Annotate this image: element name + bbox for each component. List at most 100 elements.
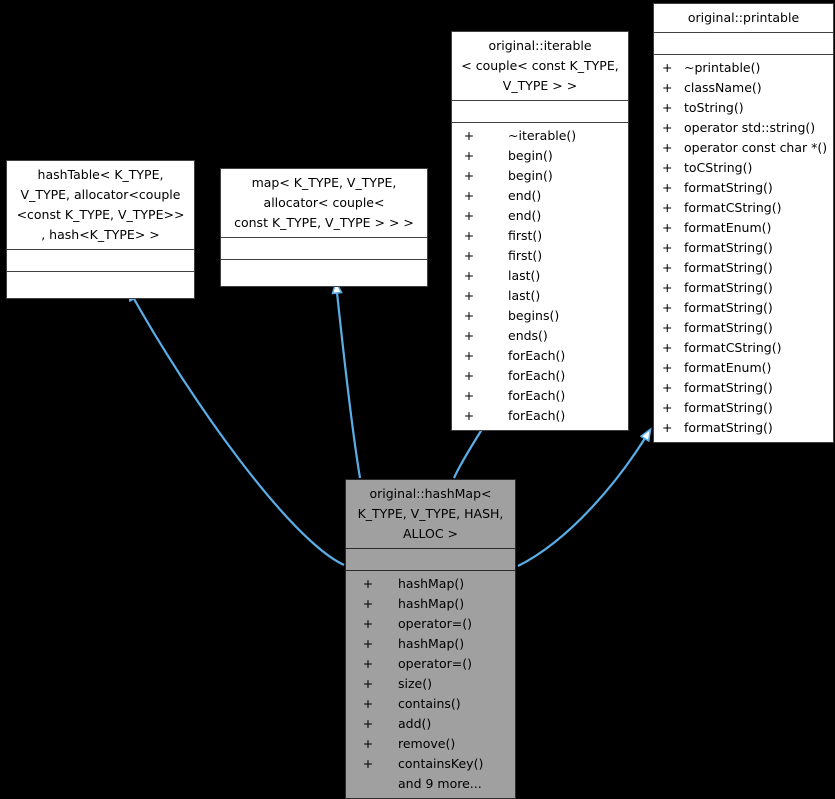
edge-hashmap-to-map bbox=[336, 283, 362, 479]
operation-row: + end() bbox=[452, 206, 628, 226]
operation-visibility: + bbox=[362, 616, 374, 631]
operation-visibility: + bbox=[463, 288, 475, 303]
operation-name: remove() bbox=[398, 736, 456, 751]
class-title-printable: original::printable bbox=[654, 4, 833, 33]
operation-name: formatEnum() bbox=[684, 220, 772, 235]
operation-name: toString() bbox=[684, 100, 744, 115]
operation-visibility: + bbox=[463, 148, 475, 163]
operation-name: className() bbox=[684, 80, 762, 95]
operation-visibility: + bbox=[362, 656, 374, 671]
operation-row: +className() bbox=[654, 78, 833, 98]
operation-row: +last() bbox=[452, 266, 628, 286]
operation-visibility: + bbox=[463, 188, 475, 203]
operation-name: begin() bbox=[508, 148, 553, 163]
class-box-printable[interactable]: original::printable +~printable()+classN… bbox=[653, 3, 834, 443]
operation-name: formatCString() bbox=[684, 340, 782, 355]
operation-row: + operator const char *() bbox=[654, 138, 833, 158]
operation-name: last() bbox=[508, 288, 541, 303]
operation-row: +formatString() bbox=[654, 178, 833, 198]
operation-row: +formatEnum() bbox=[654, 358, 833, 378]
operation-row: +forEach() bbox=[452, 386, 628, 406]
operation-visibility: + bbox=[463, 268, 475, 283]
operation-row: + begins() bbox=[452, 306, 628, 326]
operation-row: + operator std::string() bbox=[654, 118, 833, 138]
operation-name: forEach() bbox=[508, 388, 566, 403]
class-attributes-iterable bbox=[452, 101, 628, 123]
operation-row: +formatString() bbox=[654, 278, 833, 298]
operation-name: contains() bbox=[398, 696, 461, 711]
operation-name: formatString() bbox=[684, 240, 773, 255]
operation-name: ~printable() bbox=[684, 60, 761, 75]
operation-name: end() bbox=[508, 188, 542, 203]
operation-row: +first() bbox=[452, 226, 628, 246]
class-operations-hashmap: +hashMap()+hashMap()+operator=()+hashMap… bbox=[346, 571, 515, 798]
operation-name: formatString() bbox=[684, 280, 773, 295]
operation-name: end() bbox=[508, 208, 542, 223]
operation-name: forEach() bbox=[508, 368, 566, 383]
operation-name: first() bbox=[508, 248, 543, 263]
operation-row: +containsKey() bbox=[346, 754, 515, 774]
class-operations-iterable: +~iterable()+begin()+begin()+end()+end()… bbox=[452, 123, 628, 430]
operation-name: operator const char *() bbox=[684, 140, 828, 155]
operation-row: +formatString() bbox=[654, 298, 833, 318]
operation-row: +formatCString() bbox=[654, 338, 833, 358]
operation-name: ends() bbox=[508, 328, 548, 343]
operation-visibility: + bbox=[662, 380, 673, 395]
operation-row: + end() bbox=[452, 186, 628, 206]
operation-visibility: + bbox=[662, 180, 673, 195]
operation-row: +formatString() bbox=[654, 398, 833, 418]
operation-name: begin() bbox=[508, 168, 553, 183]
operation-visibility: + bbox=[662, 60, 673, 75]
operation-name: formatString() bbox=[684, 420, 773, 435]
operation-visibility: + bbox=[662, 120, 673, 135]
operation-name: operator std::string() bbox=[684, 120, 816, 135]
operation-row: +~iterable() bbox=[452, 126, 628, 146]
operation-visibility: + bbox=[362, 576, 374, 591]
operation-row: + formatEnum() bbox=[654, 218, 833, 238]
operation-visibility: + bbox=[362, 636, 374, 651]
operation-visibility: + bbox=[662, 140, 673, 155]
operation-name: first() bbox=[508, 228, 543, 243]
operation-row: +begin() bbox=[452, 166, 628, 186]
operation-visibility: + bbox=[662, 160, 673, 175]
operation-row: +formatString() bbox=[654, 258, 833, 278]
operation-row: + toString() bbox=[654, 98, 833, 118]
operation-row: + last() bbox=[452, 286, 628, 306]
operation-name: formatString() bbox=[684, 400, 773, 415]
operation-visibility: + bbox=[662, 220, 673, 235]
operation-visibility: + bbox=[463, 308, 475, 323]
operation-visibility: + bbox=[463, 328, 475, 343]
operation-visibility: + bbox=[362, 596, 374, 611]
class-attributes-map bbox=[221, 238, 427, 260]
operation-name: operator=() bbox=[398, 656, 472, 671]
operation-name: begins() bbox=[508, 308, 560, 323]
operation-name: add() bbox=[398, 716, 432, 731]
operation-name: formatEnum() bbox=[684, 360, 772, 375]
operation-row: +hashMap() bbox=[346, 594, 515, 614]
operation-row: + hashMap() bbox=[346, 634, 515, 654]
class-box-map[interactable]: map< K_TYPE, V_TYPE, allocator< couple< … bbox=[220, 168, 428, 287]
class-box-hashmap[interactable]: original::hashMap< K_TYPE, V_TYPE, HASH,… bbox=[345, 479, 516, 799]
class-box-hashtable[interactable]: hashTable< K_TYPE, V_TYPE, allocator<cou… bbox=[6, 160, 195, 299]
operation-name: toCString() bbox=[684, 160, 753, 175]
operation-name: formatString() bbox=[684, 320, 773, 335]
operation-row: + toCString() bbox=[654, 158, 833, 178]
operation-name: containsKey() bbox=[398, 756, 484, 771]
operation-row: +formatString() bbox=[654, 418, 833, 438]
operation-name: size() bbox=[398, 676, 432, 691]
operation-row: +formatString() bbox=[654, 238, 833, 258]
operation-visibility: + bbox=[362, 736, 374, 751]
class-title-iterable: original::iterable < couple< const K_TYP… bbox=[452, 32, 628, 101]
edge-hashmap-to-hashtable bbox=[129, 290, 345, 566]
operation-name: formatString() bbox=[684, 380, 773, 395]
operation-row: +formatString() bbox=[654, 318, 833, 338]
operation-row: +forEach() bbox=[452, 406, 628, 426]
operation-name: hashMap() bbox=[398, 636, 465, 651]
class-title-map: map< K_TYPE, V_TYPE, allocator< couple< … bbox=[221, 169, 427, 238]
operation-visibility: + bbox=[362, 716, 374, 731]
operation-visibility: + bbox=[662, 100, 673, 115]
class-box-iterable[interactable]: original::iterable < couple< const K_TYP… bbox=[451, 31, 629, 431]
class-attributes-hashtable bbox=[7, 250, 194, 272]
operation-row: + operator=() bbox=[346, 654, 515, 674]
operation-visibility: + bbox=[463, 208, 475, 223]
